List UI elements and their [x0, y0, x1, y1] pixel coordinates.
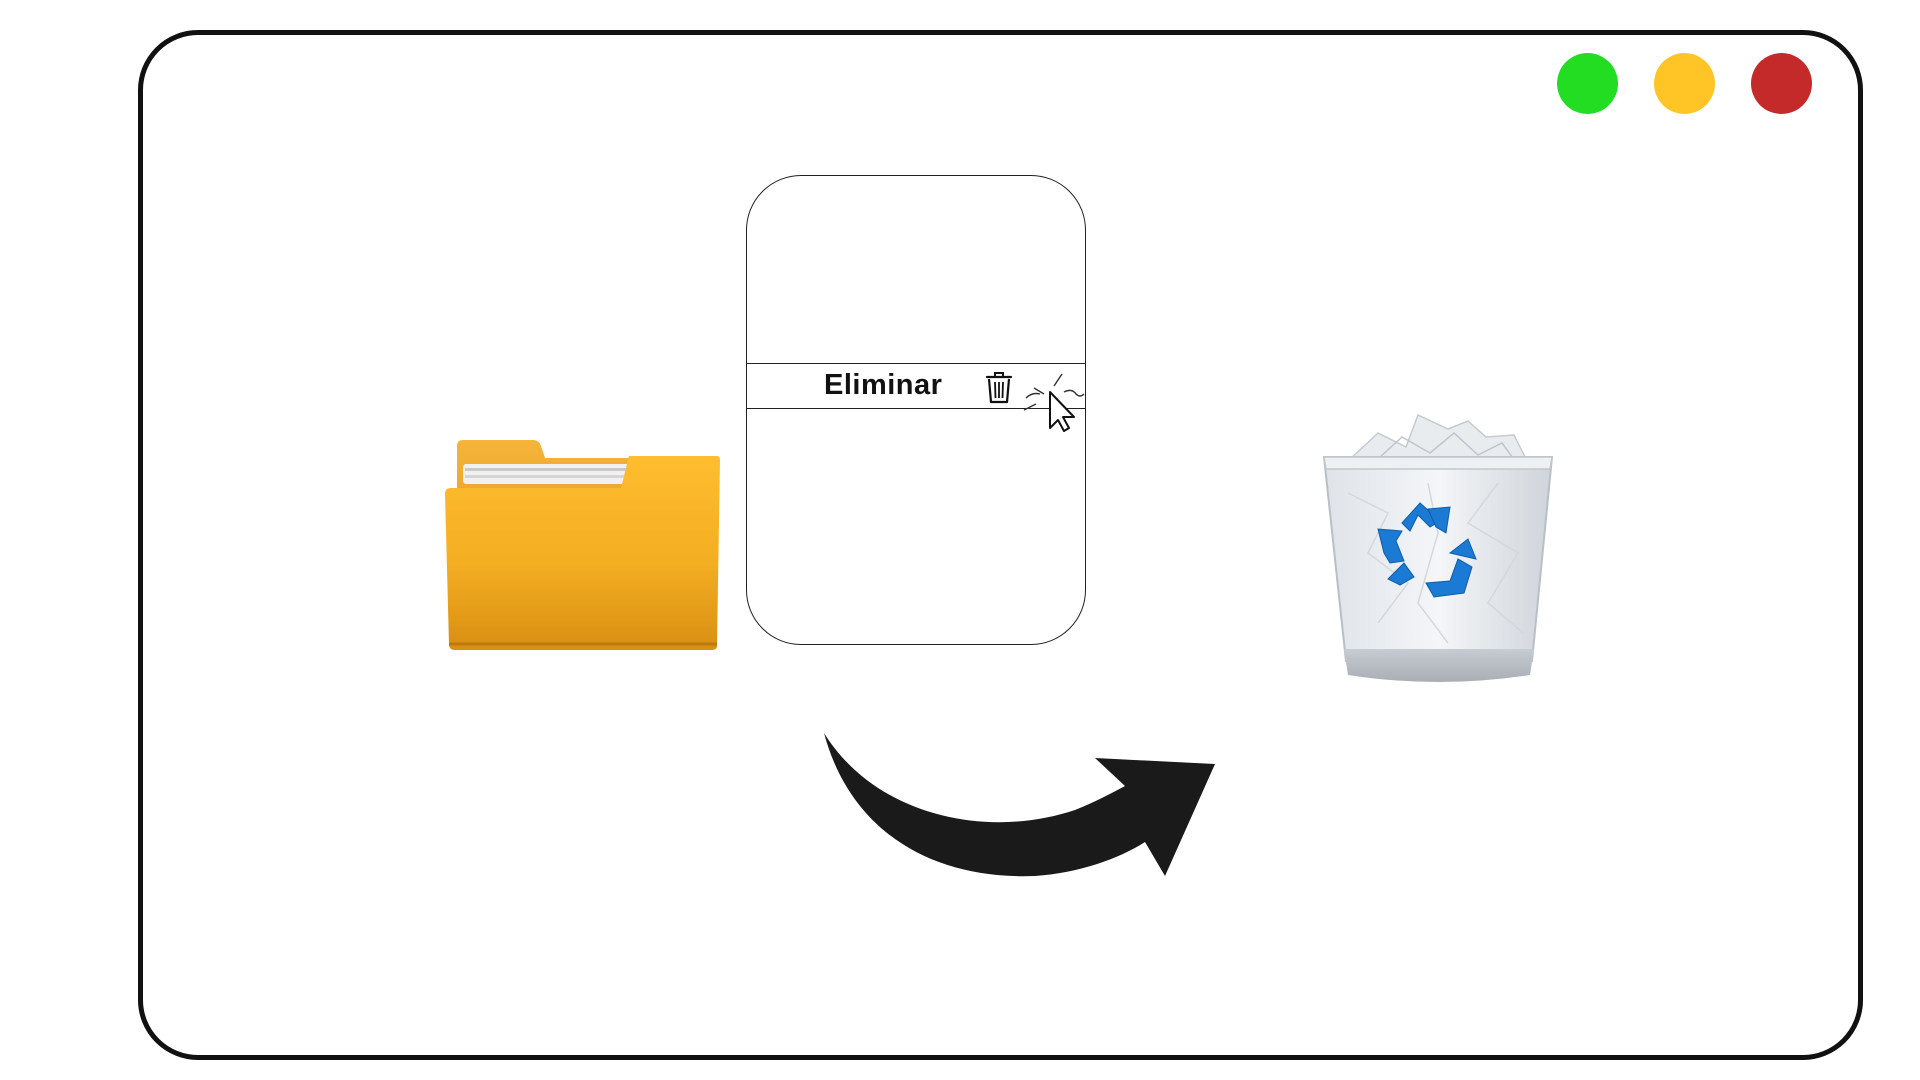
- recycle-bin-icon[interactable]: [1318, 413, 1558, 683]
- trash-icon: [985, 372, 1013, 404]
- mouse-pointer-icon: [1023, 373, 1085, 432]
- folder-icon[interactable]: [445, 438, 720, 650]
- delete-menu-item[interactable]: Eliminar: [746, 363, 1086, 409]
- maximize-button[interactable]: [1557, 53, 1618, 114]
- curved-arrow-icon: [824, 733, 1215, 877]
- close-button[interactable]: [1751, 53, 1812, 114]
- delete-menu-item-label: Eliminar: [824, 369, 943, 401]
- minimize-button[interactable]: [1654, 53, 1715, 114]
- context-menu: [746, 175, 1086, 645]
